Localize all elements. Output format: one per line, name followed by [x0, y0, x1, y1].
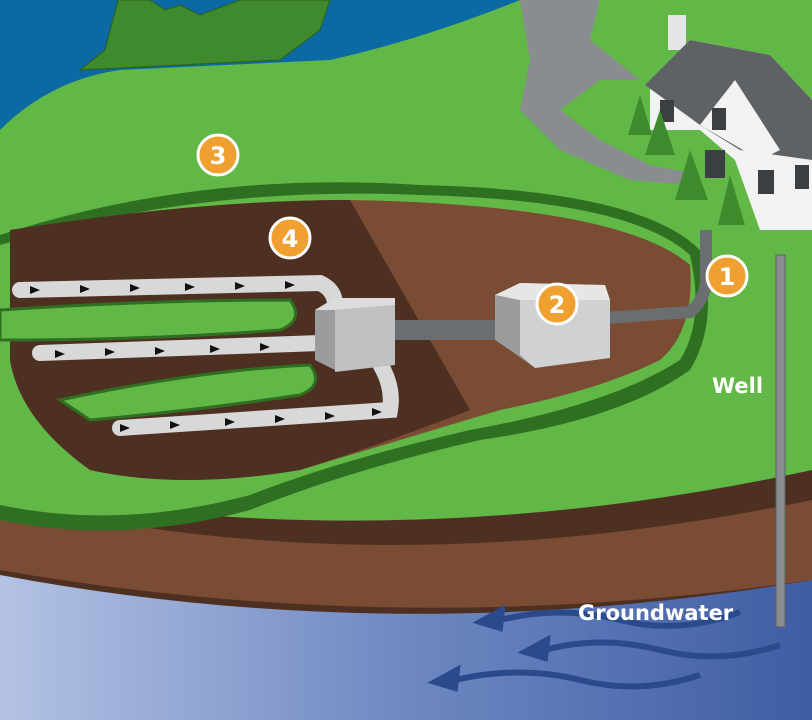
svg-text:2: 2 [549, 291, 566, 319]
svg-text:1: 1 [719, 263, 736, 291]
grass-finger [56, 363, 318, 422]
outlet-pipe [390, 320, 520, 340]
groundwater-label: Groundwater [578, 601, 734, 625]
well-label: Well [712, 374, 763, 398]
soil-layer [0, 500, 812, 608]
septic-tank [495, 283, 610, 368]
groundwater-flow-arrows [427, 604, 781, 692]
lateral-pipe [32, 335, 328, 361]
svg-text:4: 4 [282, 225, 299, 253]
badge-4: 4 [268, 216, 312, 260]
shrubs [628, 95, 745, 225]
well-casing [775, 254, 786, 628]
svg-text:3: 3 [210, 142, 227, 170]
hill [78, 0, 331, 71]
driveway [520, 0, 700, 185]
house [645, 15, 812, 230]
badge-3: 3 [196, 133, 240, 177]
badge-1: 1 [705, 254, 749, 298]
grass-finger [0, 298, 298, 342]
badge-2: 2 [535, 282, 579, 326]
flow-arrows [30, 281, 382, 432]
distribution-box [315, 298, 395, 372]
